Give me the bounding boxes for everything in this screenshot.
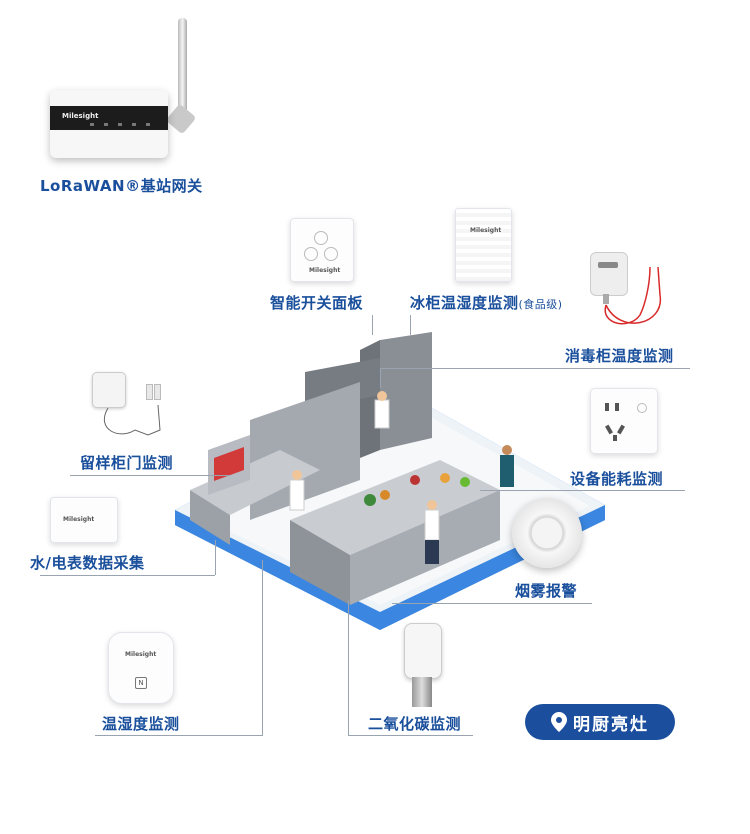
fridge-temp-text: 冰柜温湿度监测 bbox=[410, 294, 519, 312]
fridge-sensor-device: Milesight bbox=[455, 208, 512, 282]
co2-label: 二氧化碳监测 bbox=[368, 715, 462, 733]
leader-line-sterilizer bbox=[380, 368, 690, 369]
leader-line-sterilizer-v bbox=[380, 368, 381, 388]
fridge-sensor-brand: Milesight bbox=[470, 227, 502, 234]
gateway-body: Milesight bbox=[50, 90, 168, 158]
smart-switch-device: Milesight bbox=[290, 218, 354, 282]
humidity-sensor-device: Milesight N bbox=[108, 632, 174, 704]
location-pin-icon bbox=[551, 712, 567, 732]
leader-line-sample bbox=[70, 475, 230, 476]
gateway-brand: Milesight bbox=[62, 112, 99, 120]
leader-line-switch bbox=[372, 315, 373, 335]
kitchen-tag-text: 明厨亮灶 bbox=[573, 714, 649, 735]
antenna-joint bbox=[165, 103, 197, 135]
leader-line-co2-h bbox=[348, 735, 473, 736]
nfc-icon: N bbox=[135, 677, 147, 689]
antenna bbox=[178, 18, 187, 123]
leader-line-meter bbox=[40, 575, 215, 576]
meter-label: 水/电表数据采集 bbox=[30, 554, 145, 572]
sterilizer-temp-label: 消毒柜温度监测 bbox=[565, 347, 674, 365]
humidity-brand: Milesight bbox=[125, 651, 157, 658]
smoke-label: 烟雾报警 bbox=[515, 582, 578, 600]
fridge-temp-note: (食品级) bbox=[518, 298, 563, 311]
meter-collector-device: Milesight bbox=[50, 497, 118, 543]
leader-line-fridge bbox=[410, 315, 411, 335]
sample-cabinet-label: 留样柜门监测 bbox=[80, 454, 174, 472]
leader-line-smoke bbox=[392, 603, 592, 604]
switch-brand: Milesight bbox=[309, 267, 341, 274]
energy-label: 设备能耗监测 bbox=[570, 470, 664, 488]
leader-line-humidity-h bbox=[95, 735, 263, 736]
meter-brand: Milesight bbox=[63, 516, 95, 523]
leader-line-co2 bbox=[348, 600, 349, 735]
gateway-label: LoRaWAN®基站网关 bbox=[40, 177, 203, 195]
leader-line-meter-v bbox=[215, 540, 216, 575]
leader-line-energy bbox=[480, 490, 685, 491]
smart-switch-label: 智能开关面板 bbox=[270, 294, 364, 312]
fridge-temp-label: 冰柜温湿度监测(食品级) bbox=[410, 292, 563, 313]
leader-line-humidity bbox=[262, 560, 263, 735]
energy-socket-device bbox=[590, 388, 658, 454]
kitchen-tag: 明厨亮灶 bbox=[525, 704, 675, 740]
humidity-label: 温湿度监测 bbox=[102, 715, 180, 733]
smoke-detector-device bbox=[512, 498, 582, 568]
kitchen-illustration bbox=[175, 332, 605, 630]
